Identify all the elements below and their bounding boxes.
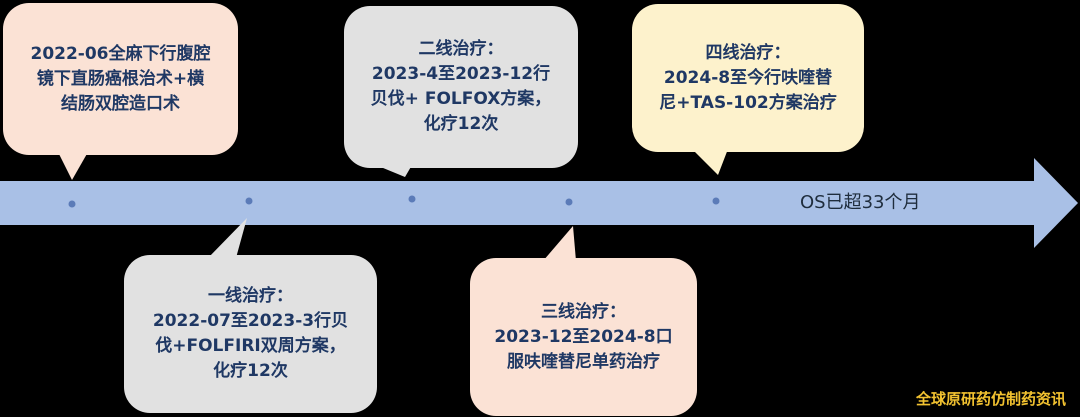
callout-line: 服呋喹替尼单药治疗 (506, 351, 660, 372)
callout-text-1: 2022-06全麻下行腹腔镜下直肠癌根治术+横结肠双腔造口术 (3, 3, 238, 155)
callout-text-4: 三线治疗： 2023-12至2024-8口服呋喹替尼单药治疗 (470, 258, 697, 416)
callout-line: 镜下直肠癌根治术+横 (36, 68, 205, 89)
callout-line: 伐+FOLFIRI双周方案， (155, 336, 346, 356)
callout-line: 化疗12次 (213, 361, 288, 381)
callout-text-5: 四线治疗： 2024-8至今行呋喹替尼+TAS-102方案治疗 (632, 4, 864, 152)
watermark: 全球原研药仿制药资讯 (915, 390, 1066, 408)
callout-line: 一线治疗： (207, 286, 293, 306)
callout-bubble-2 (124, 218, 377, 413)
callout-line: 2023-12至2024-8口 (494, 326, 673, 347)
os-label: OS已超33个月 (800, 192, 921, 213)
callout-bubble-5 (632, 4, 864, 175)
callout-bubble-4 (470, 226, 697, 416)
callout-line: 2024-8至今行呋喹替 (663, 67, 833, 88)
timeline-dot-2 (245, 197, 253, 205)
timeline-dot-1 (68, 200, 76, 208)
callout-line: 贝伐+ FOLFOX方案， (370, 89, 552, 109)
callout-line: 2022-07至2023-3行贝 (152, 311, 349, 331)
timeline-dot-5 (712, 197, 720, 205)
timeline-arrow (0, 158, 1078, 248)
callout-line: 结肠双腔造口术 (61, 93, 180, 114)
callout-line: 2022-06全麻下行腹腔 (30, 43, 211, 64)
callout-line: 三线治疗： (540, 301, 626, 322)
timeline-dot-3 (408, 195, 416, 203)
callout-text-2: 一线治疗： 2022-07至2023-3行贝伐+FOLFIRI双周方案， 化疗12次 (124, 255, 377, 413)
callout-bubble-3 (344, 6, 578, 177)
callout-bubble-1 (3, 3, 238, 180)
callout-text-3: 二线治疗： 2023-4至2023-12行贝伐+ FOLFOX方案， 化疗12次 (344, 6, 578, 168)
callout-line: 2023-4至2023-12行 (371, 64, 551, 84)
timeline-dot-4 (565, 198, 573, 206)
callout-line: 二线治疗： (418, 39, 504, 59)
callout-line: 尼+TAS-102方案治疗 (659, 92, 837, 113)
callout-line: 四线治疗： (705, 42, 791, 63)
callout-line: 化疗12次 (423, 114, 499, 134)
